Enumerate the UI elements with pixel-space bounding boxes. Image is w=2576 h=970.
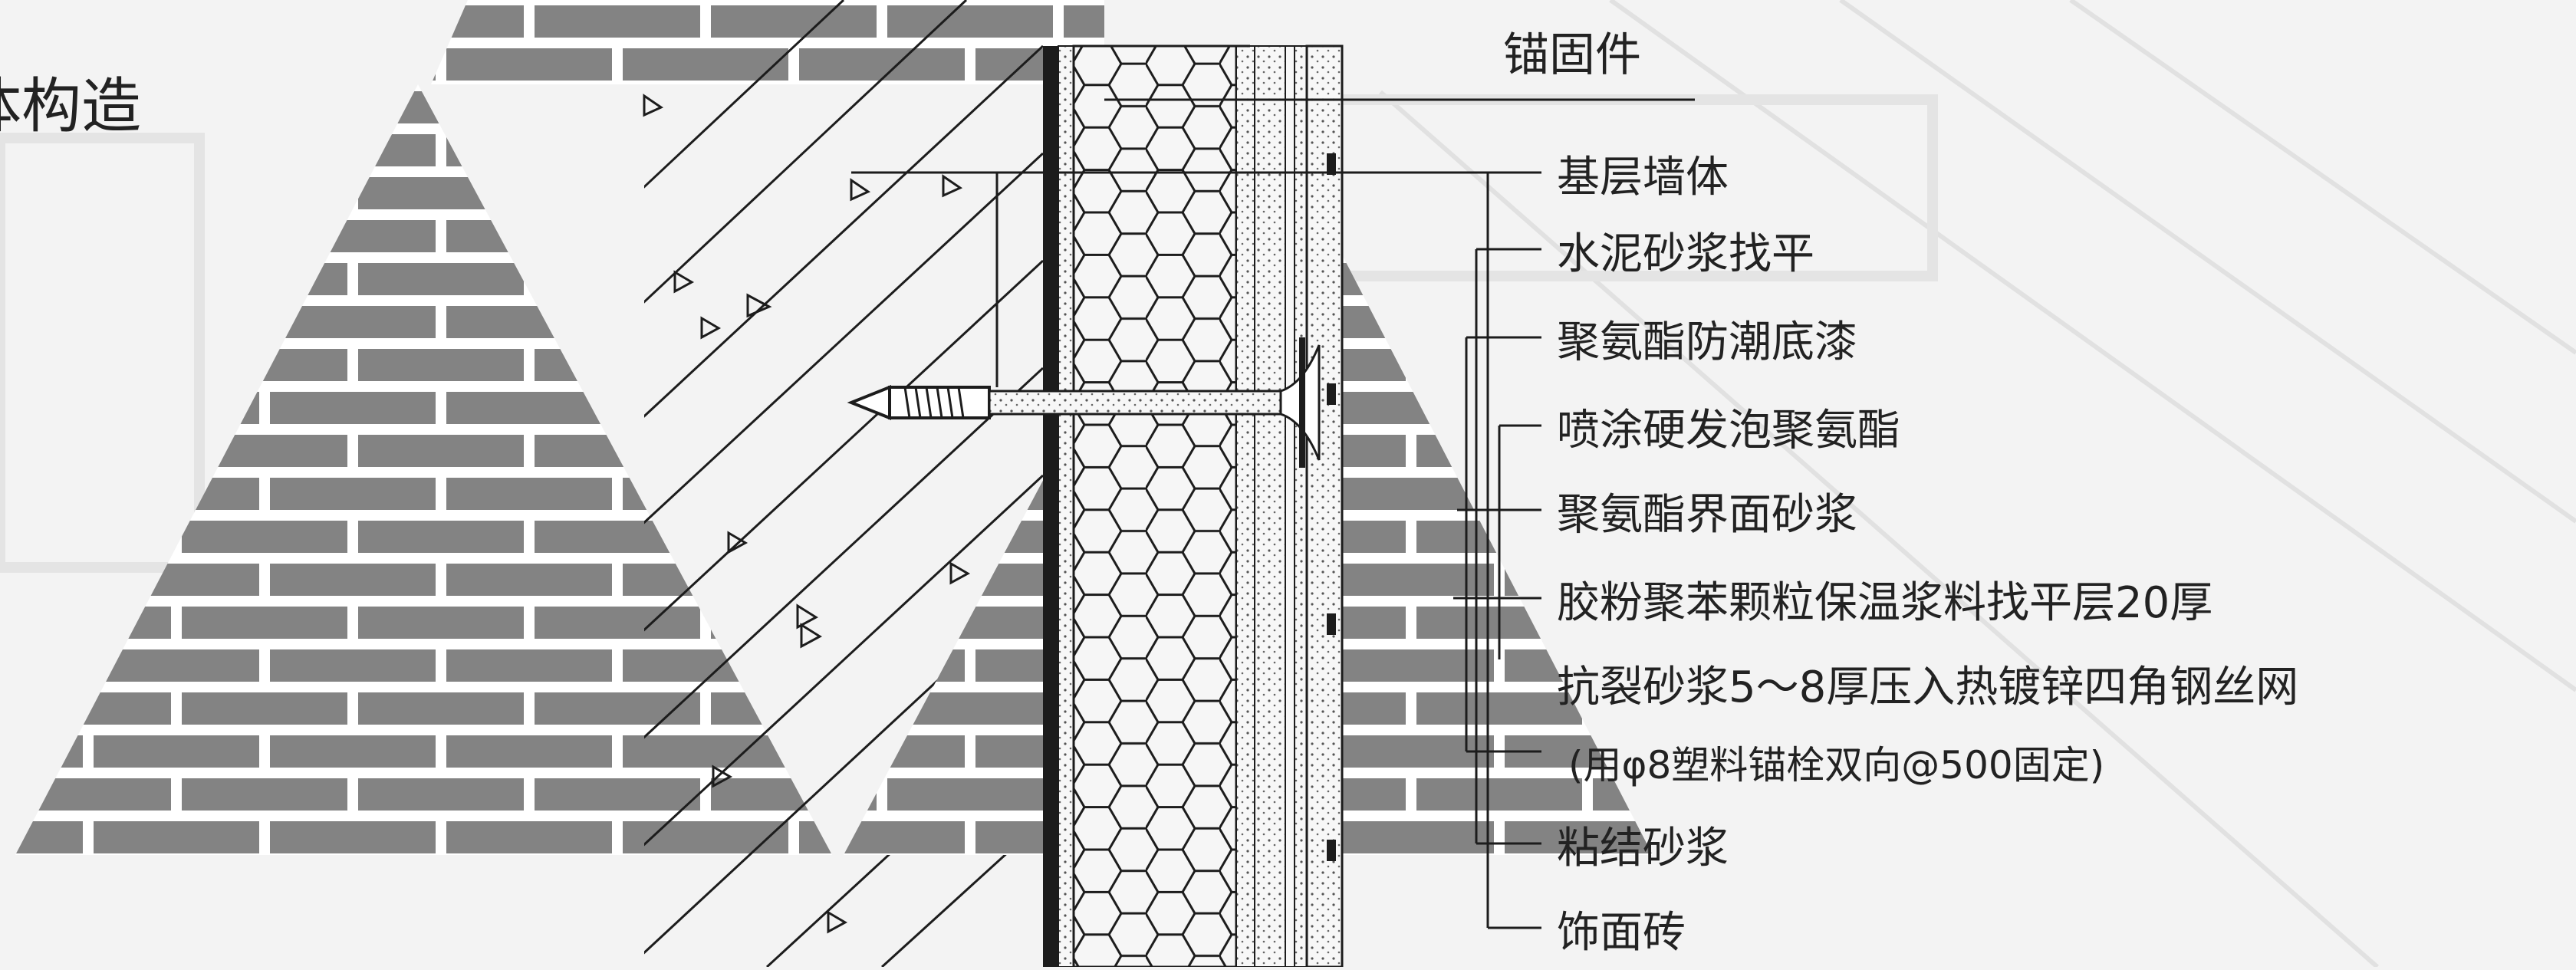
layer-label-2: 水泥砂浆找平 [1557,229,1814,279]
left-brick-triangle [15,84,832,855]
layer-label-8: 粘结砂浆 [1557,824,1729,873]
layer-label-5: 聚氨酯界面砂浆 [1557,490,1857,540]
layer-label-4: 喷涂硬发泡聚氨酯 [1557,406,1900,455]
anchor-label: 锚固件 [1503,28,1641,82]
heading-fragment: 体构造 [0,72,141,141]
insulation-layer-stack [1043,44,1344,968]
leader-lines [851,98,1695,929]
layer-label-7: 抗裂砂浆5～8厚压入热镀锌四角钢丝网 [1557,663,2298,712]
labels: 体构造 锚固件 基层墙体 水泥砂浆找平 聚氨酯防潮底漆 喷涂硬发泡聚氨酯 聚氨酯… [0,28,2298,958]
layer-label-6: 胶粉聚苯颗粒保温浆料找平层20厚 [1557,578,2212,628]
anchor-bolt [847,337,1321,468]
layer-label-9: 饰面砖 [1557,908,1686,958]
layer-label-3: 聚氨酯防潮底漆 [1557,317,1857,367]
layer-label-1: 基层墙体 [1557,153,1729,202]
top-brick-row [431,0,1104,84]
layer-label-7-note: (用φ8塑料锚栓双向@500固定) [1568,743,2104,788]
